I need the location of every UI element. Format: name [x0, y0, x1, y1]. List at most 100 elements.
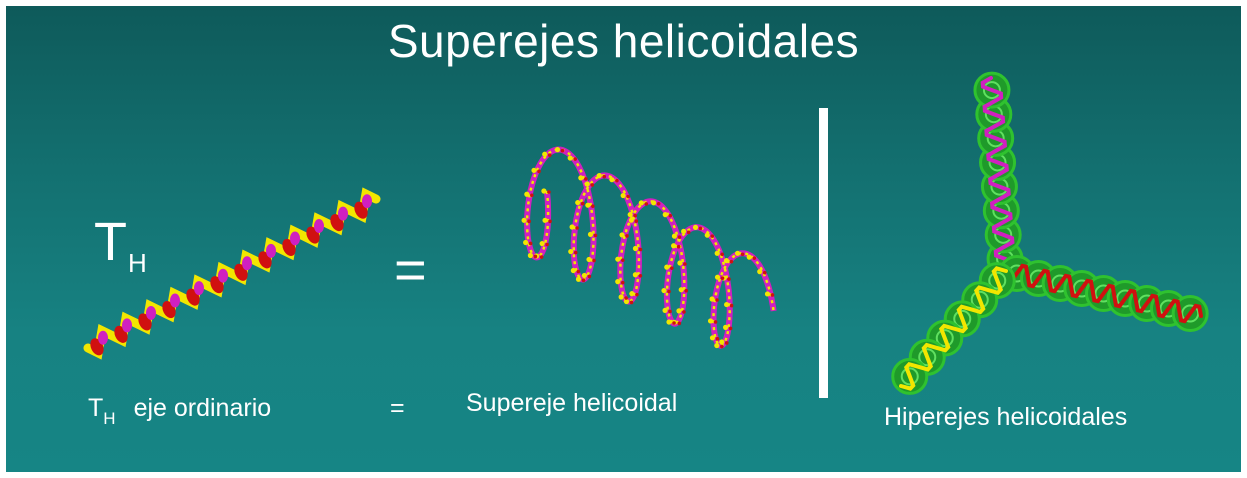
- hyperaxes-helix-figure: [891, 71, 1209, 395]
- th-symbol-letter: T: [94, 212, 127, 272]
- superhelix-bead-red: [683, 262, 687, 266]
- hyperhelix-ring-inner: [935, 329, 954, 348]
- superhelix-bead-yellow: [677, 260, 683, 266]
- superhelix-bead-yellow: [615, 279, 621, 285]
- superhelix-bead-yellow: [585, 202, 591, 208]
- superhelix-bead-yellow: [723, 324, 729, 330]
- superhelix-bead-red: [686, 230, 691, 235]
- superhelix-bead-red: [590, 183, 595, 187]
- superhelix-bead-red: [720, 344, 724, 349]
- ordinary-axis-helix-figure: [83, 187, 381, 360]
- superhelix-bead-red: [615, 178, 619, 183]
- helix-residue-magenta: [218, 268, 228, 283]
- superhelix-bead-yellow: [539, 240, 545, 247]
- superhelix-bead-yellow: [584, 181, 590, 187]
- superhelix-bead-red: [682, 310, 686, 314]
- superhelix-bead-yellow: [615, 256, 621, 262]
- superhelix-bead-red: [581, 278, 586, 283]
- superhelix-bead-red: [573, 250, 578, 255]
- superhelix-bead-yellow: [734, 250, 741, 256]
- caption-equals: =: [390, 394, 405, 422]
- superhelix-bead-red: [668, 309, 672, 314]
- superhelix-bead-red: [633, 213, 637, 218]
- superhelix-bead-red: [656, 202, 661, 206]
- superhelix-bead-yellow: [719, 339, 725, 345]
- superhelix-bead-yellow: [671, 233, 678, 239]
- superhelix-bead-red: [575, 226, 579, 230]
- hyperhelix-strand: [899, 266, 1008, 391]
- hyperaxes-caption: Hiperejes helicoidales: [884, 403, 1128, 431]
- superhelix-bead-yellow: [681, 228, 687, 234]
- superhelix-bead-yellow: [714, 250, 720, 256]
- helix-residue-magenta: [242, 256, 252, 271]
- superhelix-bead-yellow: [542, 217, 548, 223]
- superhelix-bead-red: [573, 157, 577, 161]
- superhelix-bead-red: [667, 289, 671, 294]
- superhelix-bead-yellow: [723, 258, 730, 264]
- superhelix-bead-red: [729, 303, 734, 308]
- superhelix-bead-yellow: [764, 291, 771, 297]
- superhelix-bead-red: [770, 293, 775, 297]
- helix-residue-magenta: [146, 305, 156, 320]
- superhelix-bead-yellow: [618, 294, 624, 300]
- hyperhelix-strand: [1004, 263, 1203, 324]
- superhelix-bead-yellow: [651, 200, 657, 206]
- superhelix-bead-red: [527, 219, 531, 224]
- caption-ordinary-axis-text: eje ordinario: [133, 394, 272, 422]
- superhelix-bead-red: [547, 190, 551, 194]
- superhelix-bead-red: [638, 273, 643, 278]
- superhelix-bead-yellow: [575, 276, 582, 282]
- superhelix-bead-red: [710, 234, 715, 238]
- slide-title: Superejes helicoidales: [387, 15, 860, 67]
- superhelix-bead-yellow: [629, 291, 635, 297]
- superhelix-bead-red: [672, 321, 676, 325]
- superhelix-bead-yellow: [521, 217, 527, 223]
- superhelix-bead-red: [740, 252, 745, 257]
- helix-residue-magenta: [362, 194, 372, 209]
- superhelix-bead-red: [530, 193, 534, 198]
- hyperhelix-ring-inner: [953, 309, 972, 328]
- superhelix-bead-yellow: [523, 239, 529, 246]
- superhelix-bead-red: [545, 242, 549, 247]
- superhelix-bead-yellow: [709, 296, 715, 302]
- superhelix-bead-red: [677, 235, 682, 239]
- superhelix-bead-red: [635, 292, 639, 297]
- superhelix-bead-yellow: [575, 199, 581, 206]
- superhelix-bead-red: [668, 213, 673, 218]
- superhelix-bead-red: [592, 258, 596, 263]
- helix-residue-magenta: [194, 281, 204, 296]
- superhelix-bead-yellow: [638, 200, 644, 206]
- helix-residue-magenta: [314, 219, 324, 234]
- superhelix-bead-yellow: [678, 287, 684, 293]
- superhelix-bead-yellow: [724, 301, 730, 308]
- superhelix-bead-yellow: [632, 272, 638, 278]
- superhelix-bead-red: [528, 241, 533, 246]
- superhelix-bead-red: [752, 256, 757, 260]
- superhelix-bead-red: [720, 276, 725, 280]
- superhelix-bead-yellow: [632, 245, 639, 252]
- superhelix-bead-red: [725, 341, 729, 345]
- hyperhelix-ring-inner: [1181, 304, 1200, 323]
- superhelix-bead-red: [713, 320, 718, 324]
- superhelix-bead-red: [715, 298, 719, 302]
- superhelix-bead-red: [593, 233, 598, 238]
- superhelix-bead-red: [720, 252, 725, 257]
- superhelix-bead-yellow: [596, 173, 602, 179]
- superhelix-bead-yellow: [531, 167, 537, 173]
- superhelix-bead-red: [624, 296, 628, 300]
- superhelix-bead-red: [727, 277, 731, 281]
- superhelix-bead-red: [670, 266, 674, 270]
- helix-residue-magenta: [266, 243, 276, 258]
- superhelix-bead-red: [729, 259, 734, 264]
- superhelix-bead-red: [560, 148, 565, 153]
- superhelix-bead-yellow: [628, 217, 634, 223]
- hyperhelix-ring-inner: [982, 81, 1001, 100]
- superhelix-bead-red: [677, 321, 682, 326]
- helix-backbone: [83, 187, 381, 360]
- helix-residue-magenta: [122, 318, 132, 333]
- superhelix-bead-red: [629, 300, 634, 305]
- superhelix-bead-red: [634, 219, 639, 223]
- superhelix-bead-red: [762, 270, 767, 275]
